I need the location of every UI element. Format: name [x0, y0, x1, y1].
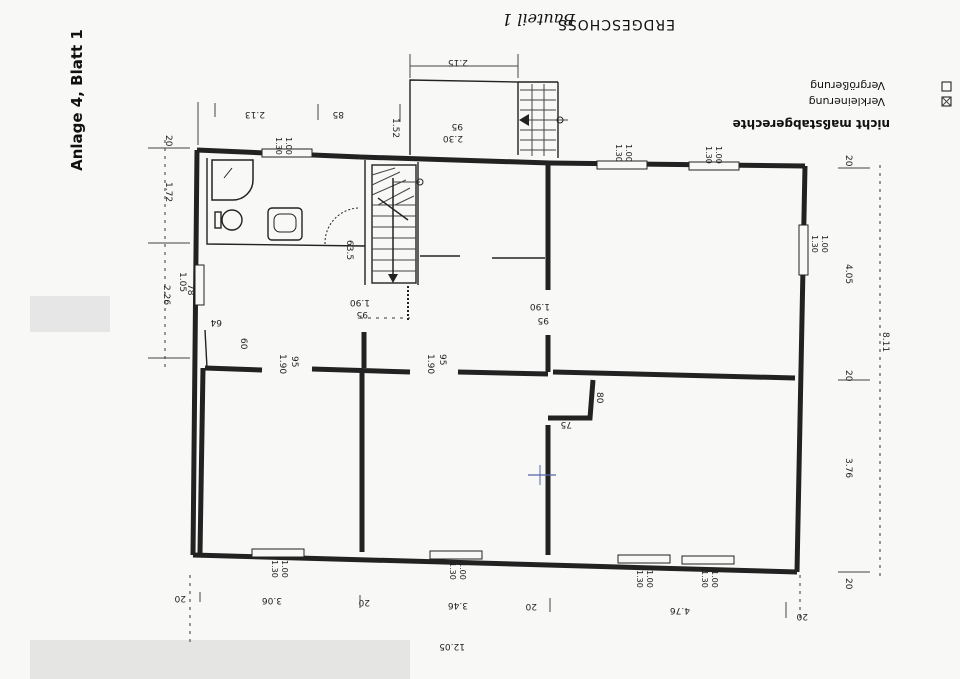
dim-right-811: 8.11 — [880, 332, 890, 352]
dim-stair-230: 2.30 — [443, 133, 463, 143]
legend-verkleinerung: Verkleinerung — [809, 95, 885, 108]
dim-hall-95c: 95 — [437, 354, 447, 365]
dim-right-405: 4.05 — [843, 264, 853, 284]
dim-top-152: 1.52 — [390, 118, 400, 138]
dim-bath-635: 63.5 — [344, 240, 354, 260]
dim-left-78: 78 — [185, 284, 195, 296]
toilet-icon — [221, 209, 243, 231]
dim-hall-64: 64 — [210, 317, 222, 327]
internal-staircase — [371, 164, 424, 284]
dim-right-100: 1.00 — [820, 235, 829, 253]
dim-bot-346: 3.46 — [448, 600, 468, 610]
dim-bot-130d: 1.30 — [700, 570, 709, 588]
dim-right-376: 3.76 — [843, 458, 853, 478]
handwritten-title: Bauteil 1 — [502, 10, 576, 29]
dim-bot-20d: 20 — [796, 611, 808, 621]
dim-bot-20c: 20 — [525, 601, 537, 611]
blue-mark — [528, 465, 556, 485]
dim-hall-95a: 95 — [357, 309, 368, 319]
dim-door-95: 95 — [289, 356, 299, 367]
sink-icon — [267, 207, 303, 241]
door-swing-arc — [324, 207, 359, 245]
dim-hall-95b: 95 — [538, 315, 549, 325]
dim-bot-130c: 1.30 — [635, 570, 644, 588]
dim-right-20b: 20 — [843, 370, 853, 382]
windows — [194, 148, 809, 565]
dim-win-r1-100: 1.00 — [624, 144, 633, 162]
dim-left-20: 20 — [163, 135, 173, 147]
dim-room-80: 80 — [594, 392, 604, 404]
dim-left-226: 2.26 — [161, 285, 171, 305]
dim-stairs-width: 2.15 — [448, 57, 468, 67]
dim-bot-476: 4.76 — [670, 605, 690, 615]
drawing-title: ERDGESCHOSS — [557, 16, 675, 32]
section-hatch — [360, 286, 410, 320]
dim-right-20a: 20 — [843, 155, 853, 167]
dim-bot-100b: 1.00 — [458, 562, 467, 580]
dim-bot-100c: 1.00 — [645, 570, 654, 588]
dim-left-172: 1.72 — [163, 182, 173, 202]
bathroom-fixtures — [211, 159, 359, 245]
dim-bot-20a: 20 — [174, 593, 186, 603]
dim-bot-130a: 1.30 — [270, 560, 279, 578]
legend-heading: nicht maßstabgerechte — [733, 117, 890, 131]
dim-win-r2-130: 1.30 — [704, 146, 713, 164]
dim-win-r1-130: 1.30 — [614, 144, 623, 162]
dim-win-top-100: 1.00 — [284, 137, 293, 155]
dim-bot-100a: 1.00 — [280, 560, 289, 578]
dimension-labels: 2.15 2.13 85 1.52 95 2.30 1.00 1.30 1.00… — [161, 57, 890, 651]
sheet-label: Anlage 4, Blatt 1 — [68, 29, 86, 171]
dim-win-r2-100: 1.00 — [714, 146, 723, 164]
dim-top-213: 2.13 — [245, 109, 265, 119]
dim-right-20c: 20 — [843, 578, 853, 590]
dim-bot-306: 3.06 — [262, 595, 282, 605]
dim-left-105: 1.05 — [177, 272, 187, 292]
dim-stair-95: 95 — [452, 121, 463, 131]
dimension-guides — [148, 54, 881, 645]
dim-door-190: 1.90 — [277, 354, 287, 374]
dim-hall-190c: 1.90 — [425, 354, 435, 374]
dim-right-130: 1.30 — [810, 235, 819, 253]
stairs-annex — [409, 79, 568, 158]
shower-tray-icon — [211, 159, 254, 201]
legend-vergroesserung: Vergrößerung — [810, 79, 885, 92]
dim-hall-60: 60 — [238, 338, 248, 350]
dim-room-75: 75 — [561, 419, 572, 429]
checkbox-empty — [941, 81, 952, 92]
scan-smudge — [30, 296, 110, 332]
checkbox-checked — [941, 96, 952, 107]
scan-edge-shadow — [30, 640, 410, 679]
dim-bot-100d: 1.00 — [710, 570, 719, 588]
dimension-ticks — [199, 103, 787, 618]
dim-hall-190a: 1.90 — [350, 297, 370, 307]
scale-legend: nicht maßstabgerechte Verkleinerung Verg… — [733, 79, 952, 131]
dim-bot-20b: 20 — [358, 597, 370, 607]
dim-top-85: 85 — [333, 109, 344, 119]
dim-hall-190b: 1.90 — [530, 301, 550, 311]
dim-total-width: 12.05 — [439, 641, 465, 651]
dim-win-top-130: 1.30 — [274, 137, 283, 155]
interior-walls — [197, 158, 796, 555]
dim-bot-130b: 1.30 — [448, 562, 457, 580]
